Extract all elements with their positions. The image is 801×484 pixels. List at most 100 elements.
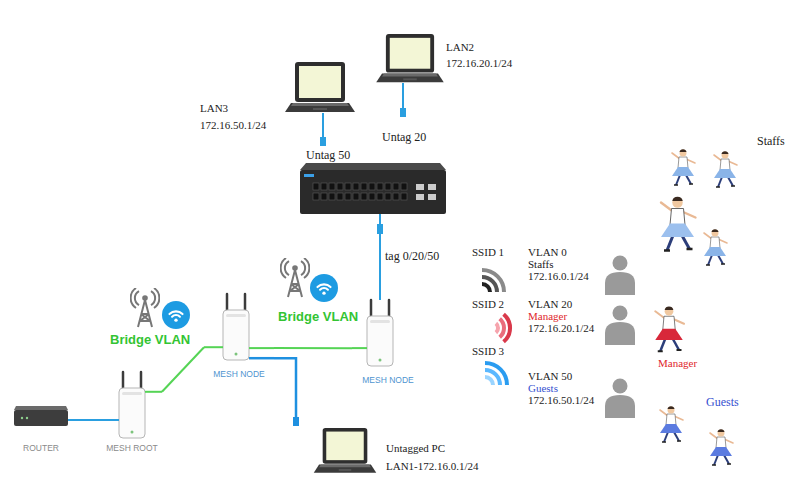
staff-figure <box>672 149 695 185</box>
group-label: Guests <box>528 382 558 395</box>
laptop-node: LAN3172.16.50.1/24 <box>196 55 358 139</box>
manager-figure <box>655 307 684 352</box>
lan-name: LAN2 <box>446 41 474 54</box>
mesh-root-node: MESH ROOT <box>102 366 162 458</box>
ip-address: 172.16.20.1/24 <box>446 57 512 70</box>
ip-address: LAN1-172.16.0.1/24 <box>386 460 479 473</box>
pc-node: Untagged PC LAN1-172.16.0.1/24 <box>288 424 518 480</box>
router-node: ROUTER <box>8 400 74 458</box>
router-led <box>21 417 23 419</box>
cable-link <box>274 358 296 424</box>
network-switch <box>300 163 446 214</box>
signal-arc <box>496 323 498 332</box>
sfp-port <box>428 184 436 190</box>
wireless-stub <box>249 347 274 349</box>
group-label: Manager <box>528 310 567 323</box>
cable-stub <box>68 419 74 421</box>
mesh-node-ap <box>204 294 274 360</box>
signal-arc <box>485 377 493 385</box>
wireless-stub <box>145 391 162 393</box>
ssid-label: SSID 2 <box>472 298 504 311</box>
wifi-icon <box>310 274 338 302</box>
device-name: MESH NODE <box>362 376 413 386</box>
device-name: MESH ROOT <box>106 444 157 454</box>
mesh-node: MESH NODE <box>204 292 274 384</box>
ip-address: 172.16.50.1/24 <box>200 119 266 132</box>
switch-ports <box>312 182 408 202</box>
ssid2-icon <box>496 314 510 342</box>
switch-logo <box>304 174 314 177</box>
wireless-stub <box>352 347 367 349</box>
signal-arc <box>500 319 504 337</box>
trunk-cable <box>377 214 383 300</box>
switch-body <box>300 170 446 214</box>
signal-arc <box>485 363 507 385</box>
cable-link <box>74 419 102 421</box>
device-name: ROUTER <box>23 444 59 454</box>
cable-plug <box>377 224 383 234</box>
vlan-label: VLAN 20 <box>528 298 572 311</box>
router-led <box>26 417 28 419</box>
port-tag-label: Untag 50 <box>306 149 350 163</box>
mesh-root-ap <box>102 372 162 438</box>
subnet-label: 172.16.50.1/24 <box>528 394 594 407</box>
staff-figure <box>661 197 696 251</box>
cable-stub <box>102 419 119 421</box>
sfp-port <box>416 184 424 190</box>
wifi-icon <box>162 301 190 329</box>
port-tag-label: tag 0/20/50 <box>385 250 439 264</box>
cable <box>322 113 324 140</box>
sfp-port <box>428 194 436 200</box>
antenna-icon <box>281 258 310 297</box>
group-label: Staffs <box>528 258 553 271</box>
guest-figure <box>660 406 683 442</box>
group-name: Manager <box>658 357 697 370</box>
access-point <box>367 300 393 366</box>
ssid-label: SSID 1 <box>472 246 504 259</box>
lan2-laptop <box>376 34 444 117</box>
bridge-label: Bridge VLAN <box>110 333 190 348</box>
cable <box>402 83 404 112</box>
subnet-label: 172.16.0.1/24 <box>528 270 589 283</box>
pc-name: Untagged PC <box>386 442 445 455</box>
laptop-icon <box>376 34 444 82</box>
user-icons <box>605 256 635 419</box>
staff-figure <box>704 229 727 265</box>
cable-plug <box>320 137 326 146</box>
wireless-link <box>162 347 204 392</box>
wireless-stub <box>204 346 223 348</box>
guest-figure <box>710 429 733 465</box>
people-figures <box>655 149 737 465</box>
subnet-label: 172.16.20.1/24 <box>528 322 594 335</box>
signal-arc <box>482 270 504 292</box>
port-tag-label: Untag 20 <box>382 131 426 145</box>
lan3-laptop <box>285 62 355 146</box>
cable-plug <box>400 108 406 117</box>
signal-arc <box>482 284 490 292</box>
laptop-node: LAN2 172.16.20.1/24 <box>372 30 524 90</box>
antenna-icon <box>131 288 160 327</box>
person-icon <box>605 306 635 346</box>
signal-arc <box>482 277 497 292</box>
untagged-pc <box>293 417 376 473</box>
device-name: MESH NODE <box>213 370 264 380</box>
router-body <box>14 410 68 426</box>
group-name: Guests <box>706 396 739 410</box>
vlan-label: VLAN 0 <box>528 246 567 259</box>
router-icon <box>14 406 74 426</box>
mesh-node: MESH NODE <box>352 298 424 390</box>
access-point <box>223 294 249 360</box>
sfp-port <box>416 194 424 200</box>
laptop-icon <box>314 428 377 473</box>
access-point <box>119 372 145 438</box>
ssid1-icon <box>482 270 504 292</box>
signal-arc <box>504 314 510 342</box>
ssid-label: SSID 3 <box>472 345 504 358</box>
laptop-icon <box>285 62 355 112</box>
wireless-link <box>274 347 352 349</box>
vlan-label: VLAN 50 <box>528 370 572 383</box>
ssid3-icon <box>485 363 507 385</box>
signal-arc <box>485 370 500 385</box>
group-name: Staffs <box>757 135 785 149</box>
person-icon <box>605 379 635 419</box>
